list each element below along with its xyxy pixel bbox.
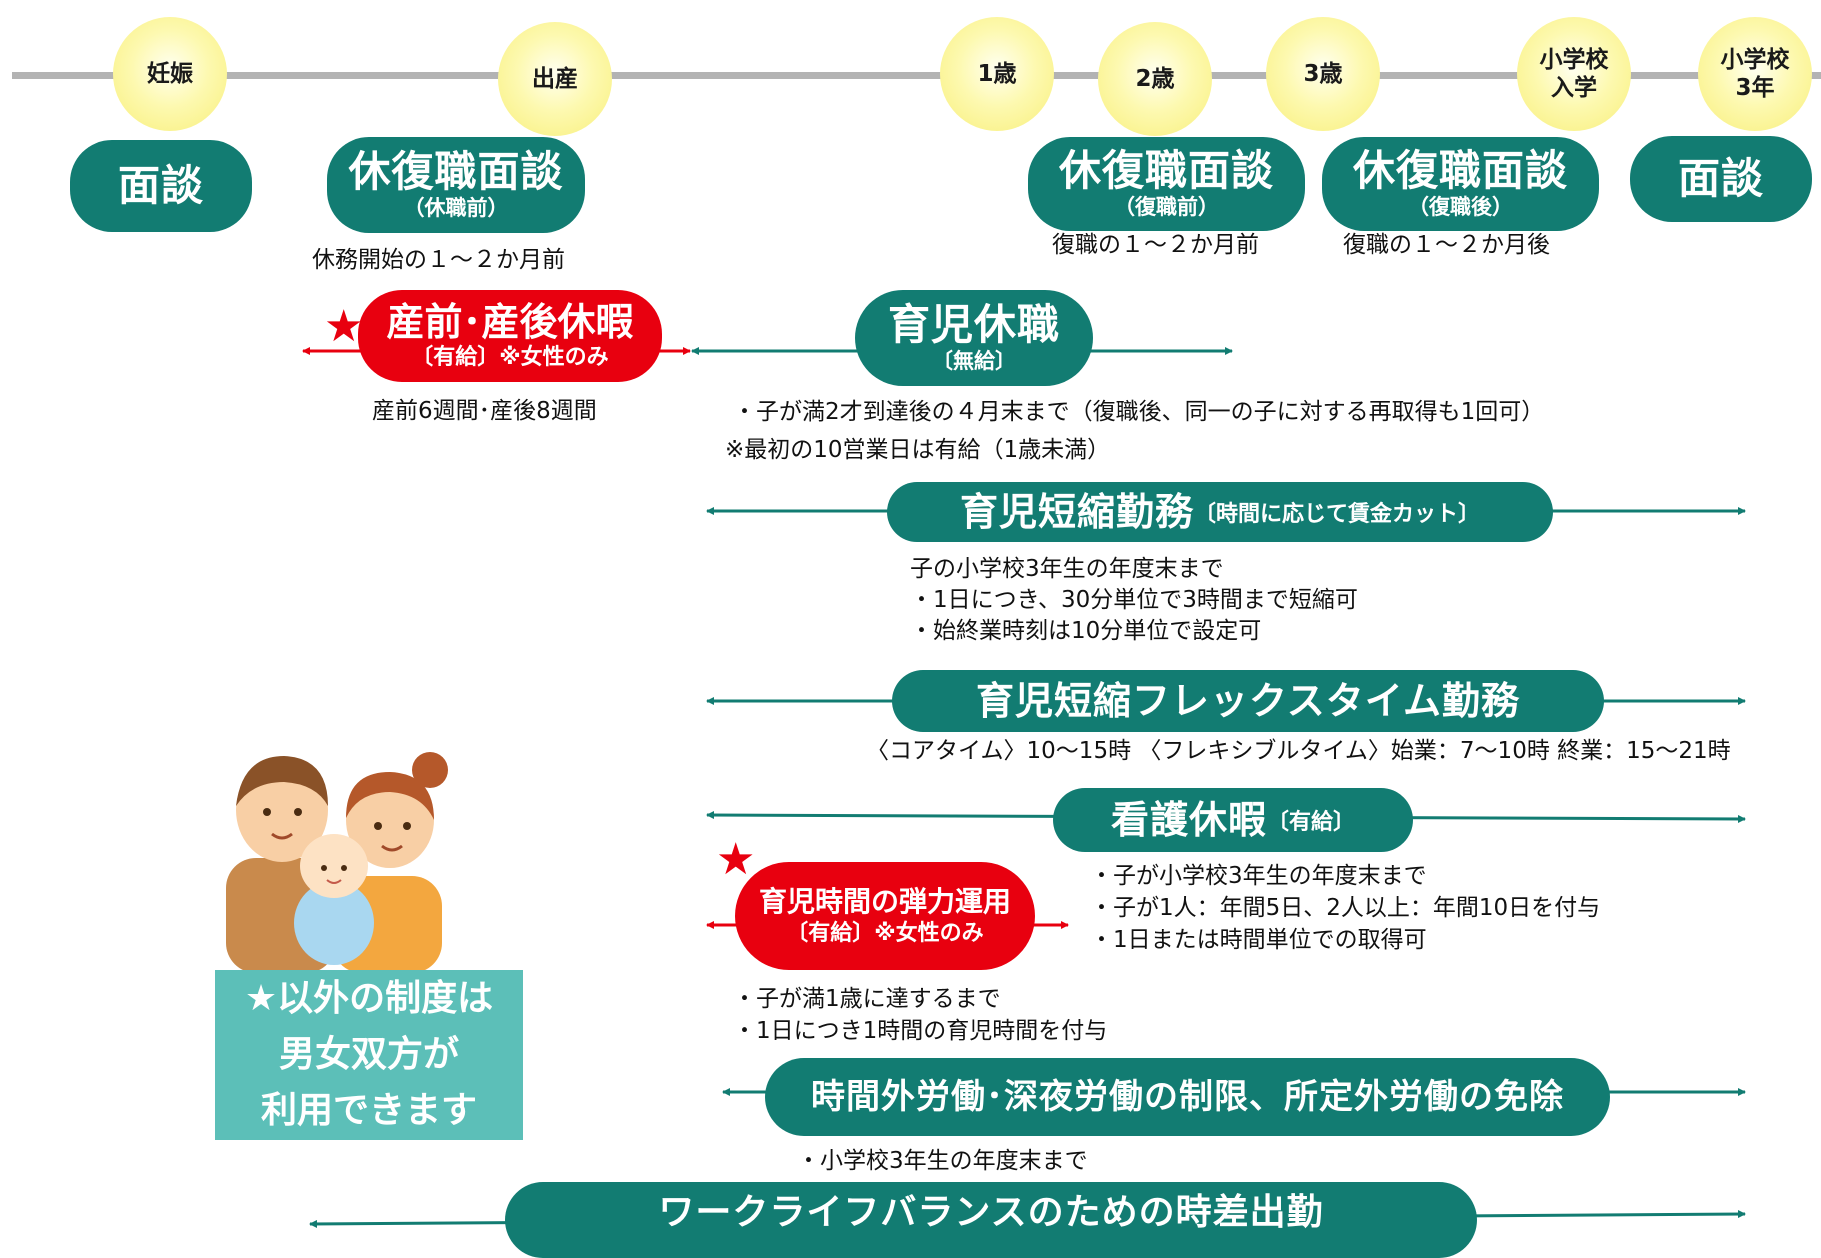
flexible-childcare-time-title: 育児時間の弾力運用 <box>758 885 1011 918</box>
milestone-birth: 出産 <box>498 22 612 136</box>
interview-pre-return: 休復職面談 （復職前） <box>1028 137 1305 231</box>
flex-note: 〈コアタイム〉10～15時 〈フレキシブルタイム〉始業：7～10時 終業：15～… <box>866 738 1731 764</box>
interview-prenatal-sub: （休職前） <box>403 196 509 220</box>
callout-text: ★以外の制度は 男女双方が 利用できます <box>244 978 494 1131</box>
nursing-leave-note-1: ・子が小学校3年生の年度末まで <box>1090 863 1427 889</box>
flexible-time-star-icon: ★ <box>716 834 756 885</box>
short-hours-pill: 育児短縮勤務 〔時間に応じて賃金カット〕 <box>887 482 1553 542</box>
flex-title: 育児短縮フレックスタイム勤務 <box>975 679 1521 723</box>
maternity-leave-pill: 産前･産後休暇 〔有給〕※女性のみ <box>358 290 662 382</box>
interview-prenatal: 休復職面談 （休職前） <box>327 137 585 233</box>
timeline-bar <box>12 72 1821 79</box>
short-hours-note-1: 子の小学校3年生の年度末まで <box>910 556 1224 582</box>
maternity-leave-title: 産前･産後休暇 <box>386 300 634 344</box>
interview-first-label: 面談 <box>117 161 204 210</box>
childcare-leave-note-1: ・子が満2才到達後の４月末まで（復職後、同一の子に対する再取得も1回可） <box>733 399 1545 425</box>
interview-last: 面談 <box>1630 136 1812 222</box>
interview-post-return: 休復職面談 （復職後） <box>1322 137 1599 231</box>
nursing-leave-title: 看護休暇 <box>1110 798 1267 842</box>
staggered-commute-pill: ワークライフバランスのための時差出勤 <box>505 1182 1477 1258</box>
nursing-leave-note-3: ・1日または時間単位での取得可 <box>1090 927 1427 953</box>
short-hours-note-3: ・始終業時刻は10分単位で設定可 <box>910 618 1262 644</box>
milestone-elementary-entry: 小学校 入学 <box>1517 17 1631 131</box>
maternity-leave-note: 産前6週間･産後8週間 <box>372 398 597 424</box>
maternity-leave-sub: 〔有給〕※女性のみ <box>411 345 609 370</box>
nursing-leave-pill: 看護休暇 〔有給〕 <box>1053 788 1413 852</box>
milestone-age-1: 1歳 <box>940 17 1054 131</box>
flex-pill: 育児短縮フレックスタイム勤務 <box>892 670 1604 732</box>
childcare-leave-title: 育児休職 <box>887 300 1060 349</box>
interview-post-return-title: 休復職面談 <box>1352 146 1568 195</box>
callout-box: ★以外の制度は 男女双方が 利用できます <box>215 970 523 1140</box>
short-hours-title: 育児短縮勤務 <box>959 490 1194 534</box>
flexible-childcare-time-note-2: ・1日につき1時間の育児時間を付与 <box>733 1018 1108 1044</box>
interview-post-return-sub: （復職後） <box>1408 195 1513 219</box>
nursing-leave-suffix: 〔有給〕 <box>1267 810 1356 835</box>
milestone-elementary-3rd: 小学校 3年 <box>1698 17 1812 131</box>
interview-prenatal-note: 休務開始の１～２か月前 <box>312 247 565 273</box>
short-hours-note-2: ・1日につき、30分単位で3時間まで短縮可 <box>910 587 1358 613</box>
maternity-star-icon: ★ <box>324 301 364 352</box>
milestone-pregnancy: 妊娠 <box>113 17 227 131</box>
nursing-leave-note-2: ・子が1人：年間5日、2人以上：年間10日を付与 <box>1090 895 1601 921</box>
interview-first: 面談 <box>70 140 252 232</box>
overtime-limit-title: 時間外労働･深夜労働の制限、所定外労働の免除 <box>811 1077 1564 1117</box>
interview-post-return-note: 復職の１～２か月後 <box>1343 232 1550 258</box>
flexible-childcare-time-sub: 〔有給〕※女性のみ <box>786 921 984 946</box>
milestone-age-2: 2歳 <box>1098 22 1212 136</box>
interview-last-label: 面談 <box>1677 154 1764 203</box>
childcare-leave-note-2: ※最初の10営業日は有給（1歳未満） <box>725 437 1111 463</box>
flexible-childcare-time-pill: 育児時間の弾力運用 〔有給〕※女性のみ <box>735 862 1035 970</box>
interview-prenatal-title: 休復職面談 <box>348 147 564 196</box>
short-hours-suffix: 〔時間に応じて賃金カット〕 <box>1194 502 1481 527</box>
interview-pre-return-sub: （復職前） <box>1114 195 1219 219</box>
staggered-commute-title: ワークライフバランスのための時差出勤 <box>658 1192 1324 1233</box>
milestone-age-3: 3歳 <box>1266 17 1380 131</box>
interview-pre-return-title: 休復職面談 <box>1058 146 1274 195</box>
family-illustration <box>226 752 448 973</box>
childcare-leave-sub: 〔無給〕 <box>932 349 1016 373</box>
overtime-limit-note: ・小学校3年生の年度末まで <box>797 1148 1088 1174</box>
interview-pre-return-note: 復職の１～２か月前 <box>1052 232 1259 258</box>
flexible-childcare-time-note-1: ・子が満1歳に達するまで <box>733 986 1001 1012</box>
overtime-limit-pill: 時間外労働･深夜労働の制限、所定外労働の免除 <box>765 1058 1610 1136</box>
childcare-leave-pill: 育児休職 〔無給〕 <box>855 290 1093 386</box>
